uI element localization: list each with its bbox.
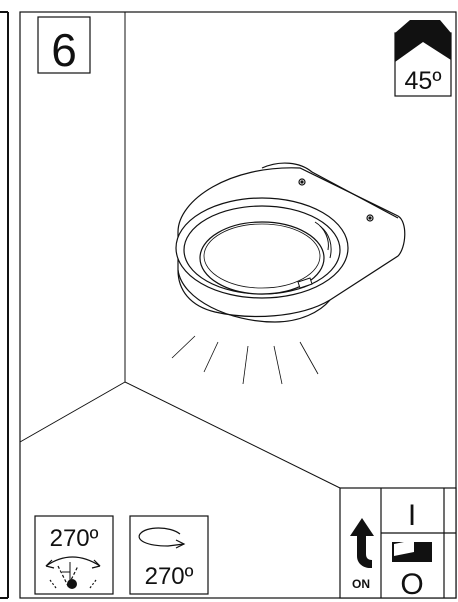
switch-panel: ON I O xyxy=(339,487,457,601)
room-lines xyxy=(19,12,370,489)
rotation-turn-label: 270º xyxy=(145,563,194,590)
wall-lamp xyxy=(175,162,406,323)
switch-off-symbol: O xyxy=(400,568,423,601)
angle-badge-label: 45º xyxy=(405,67,442,95)
angle-badge: 45º xyxy=(394,20,452,97)
rotation-turn-box: 270º xyxy=(129,515,209,595)
light-cone-icon xyxy=(395,33,451,62)
step-number: 6 xyxy=(51,24,77,76)
light-cone-top xyxy=(395,20,451,33)
switch-on-symbol: I xyxy=(408,499,416,532)
rotation-tilt-label: 270º xyxy=(50,525,99,552)
rocker-switch-icon xyxy=(392,540,432,562)
rotate-arrow-icon xyxy=(138,527,186,549)
panel-frame xyxy=(19,11,457,599)
tilt-arc-icon xyxy=(45,556,101,589)
rotation-tilt-box: 270º xyxy=(34,515,114,595)
step-number-box: 6 xyxy=(37,16,91,76)
switch-on-label: ON xyxy=(352,577,370,591)
up-arrow-icon xyxy=(350,518,374,568)
light-rays xyxy=(171,335,319,385)
